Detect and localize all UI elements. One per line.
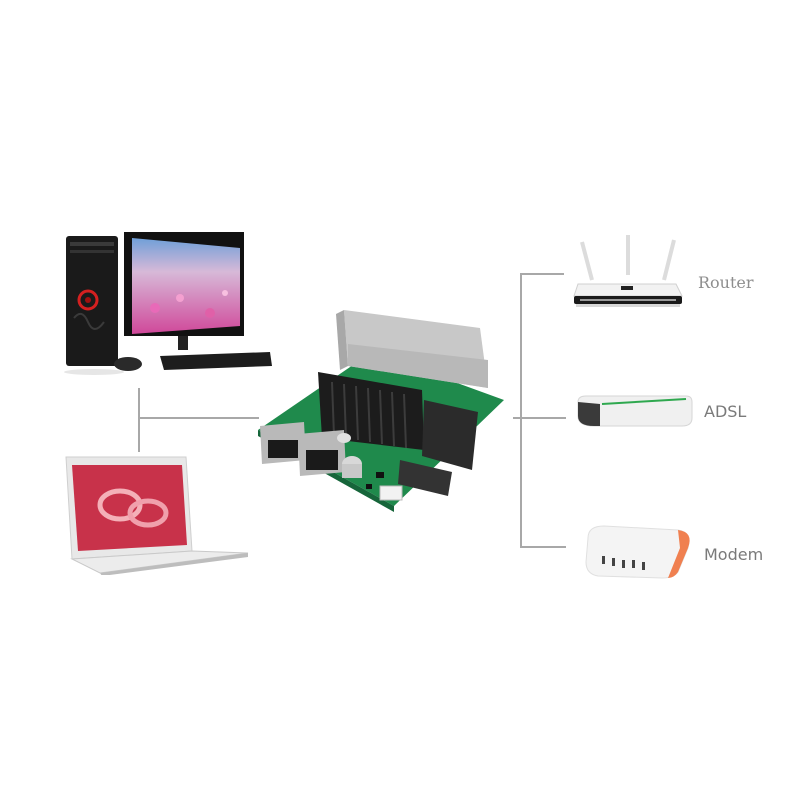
modem-device (582, 518, 694, 580)
modem-icon (585, 525, 690, 579)
adsl-icon (577, 395, 693, 427)
router-icon (573, 235, 683, 307)
desktop-computer (60, 228, 275, 378)
connector-line-left-horizontal (139, 417, 259, 419)
desktop-computer-icon (64, 232, 272, 375)
adsl-label: ADSL (704, 402, 747, 421)
router-label: Router (698, 273, 754, 292)
switch-board-icon (258, 310, 504, 512)
laptop (60, 455, 252, 576)
adsl-device (574, 390, 696, 432)
laptop-icon (65, 456, 249, 576)
connector-line-router (520, 273, 564, 275)
connector-line-modem (520, 546, 566, 548)
connector-line-adsl (520, 417, 566, 419)
network-switch-board (252, 300, 510, 512)
connector-line-right-vertical (520, 273, 522, 548)
modem-label: Modem (704, 545, 764, 564)
connector-line-left-vertical (138, 388, 140, 452)
router (570, 230, 685, 310)
connector-line-center-stub (513, 417, 521, 419)
